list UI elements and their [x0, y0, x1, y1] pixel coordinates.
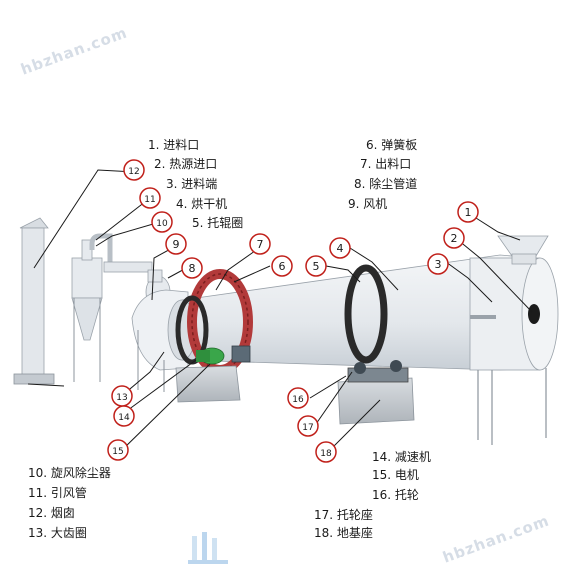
legend-item-3: 3. 进料端 [166, 177, 218, 191]
callout-12: 12 [123, 159, 145, 181]
riding-ring-1 [175, 295, 209, 365]
brand-logo [186, 528, 230, 568]
callout-8: 8 [181, 257, 203, 279]
callout-15: 15 [107, 439, 129, 461]
reducer [231, 345, 251, 363]
feed-hopper [497, 235, 549, 265]
legend-item-12: 12. 烟囱 [28, 506, 75, 520]
legend-item-14: 14. 减速机 [372, 450, 431, 464]
callout-label-1: 1 [465, 206, 472, 219]
callout-label-5: 5 [313, 260, 320, 273]
legend-item-4: 4. 烘干机 [176, 197, 228, 211]
callout-10: 10 [151, 211, 173, 233]
legend-item-13: 13. 大齿圈 [28, 526, 87, 540]
callout-label-11: 11 [144, 195, 155, 205]
motor [196, 347, 225, 365]
callout-6: 6 [271, 255, 293, 277]
callout-label-17: 17 [302, 423, 313, 433]
foundation-base-1 [175, 365, 241, 403]
cyclone-dust-collector [71, 239, 103, 382]
legend-item-16: 16. 托轮 [372, 488, 419, 502]
callout-label-12: 12 [128, 167, 139, 177]
callout-label-16: 16 [292, 395, 304, 405]
callout-5: 5 [305, 255, 327, 277]
legend-item-6: 6. 弹簧板 [366, 138, 418, 152]
callout-label-3: 3 [435, 258, 442, 271]
chimney [13, 217, 55, 385]
riding-ring-2 [344, 264, 388, 364]
legend-item-5: 5. 托辊圈 [192, 216, 244, 230]
legend-item-15: 15. 电机 [372, 468, 419, 482]
callout-2: 2 [443, 227, 465, 249]
callout-16: 16 [287, 387, 309, 409]
legend-item-2: 2. 热源进口 [154, 157, 218, 171]
callout-3: 3 [427, 253, 449, 275]
callout-label-7: 7 [257, 238, 264, 251]
callout-label-6: 6 [279, 260, 286, 273]
legend-item-11: 11. 引风管 [28, 486, 87, 500]
callout-18: 18 [315, 441, 337, 463]
callout-17: 17 [297, 415, 319, 437]
callout-label-14: 14 [118, 413, 130, 423]
callout-11: 11 [139, 187, 161, 209]
legend-item-10: 10. 旋风除尘器 [28, 466, 111, 480]
callout-label-4: 4 [337, 242, 344, 255]
feed-end-housing [469, 257, 559, 445]
foundation-base-2 [337, 377, 415, 425]
callout-14: 14 [113, 405, 135, 427]
callout-label-9: 9 [173, 238, 180, 251]
callout-label-2: 2 [451, 232, 458, 245]
callout-4: 4 [329, 237, 351, 259]
callout-13: 13 [111, 385, 133, 407]
callout-1: 1 [457, 201, 479, 223]
callout-9: 9 [165, 233, 187, 255]
callout-label-15: 15 [112, 447, 123, 457]
induced-draft-duct [89, 233, 153, 273]
callout-label-8: 8 [189, 262, 196, 275]
legend-item-7: 7. 出料口 [360, 157, 412, 171]
callout-7: 7 [249, 233, 271, 255]
callout-label-10: 10 [156, 219, 168, 229]
callout-label-18: 18 [320, 449, 332, 459]
legend-item-18: 18. 地基座 [314, 526, 373, 540]
support-roller-seat [347, 360, 409, 383]
legend-item-9: 9. 风机 [348, 197, 388, 211]
legend-item-1: 1. 进料口 [148, 138, 200, 152]
legend-item-17: 17. 托轮座 [314, 508, 373, 522]
legend-item-8: 8. 除尘管道 [354, 177, 418, 191]
callout-label-13: 13 [116, 393, 127, 403]
